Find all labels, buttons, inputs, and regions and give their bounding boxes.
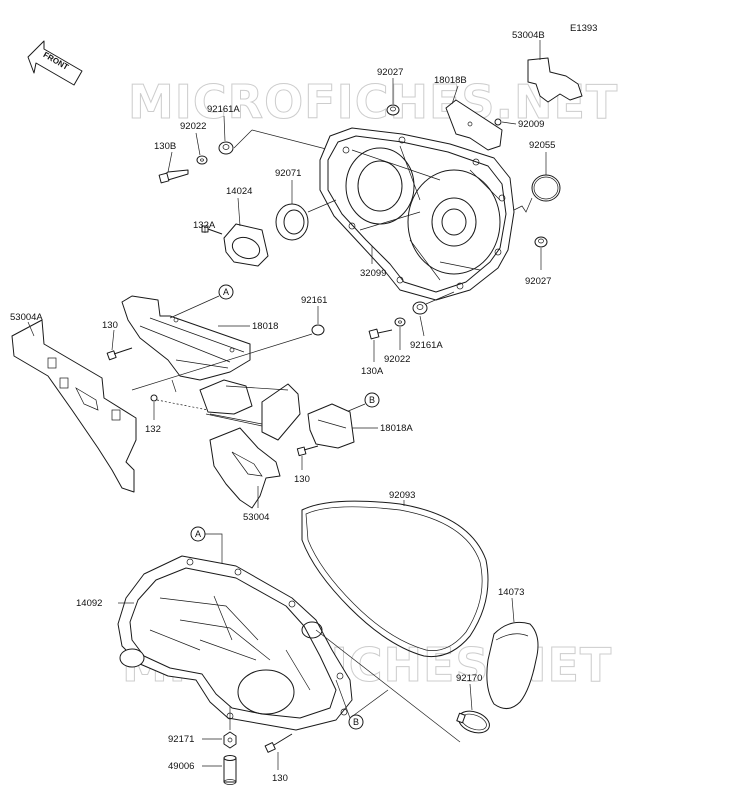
bolt-130a [368,328,393,340]
guard-18018a [307,403,355,449]
bracket-18018b [445,99,503,151]
label-130-left: 130 [102,320,118,331]
callout-a-lower: A [190,526,206,542]
grommet-92027-top [386,104,400,116]
label-92009: 92009 [518,119,544,130]
callout-b-mid: B [364,392,380,408]
cover-14092 [117,555,353,731]
boot-14073 [486,621,539,709]
label-92093: 92093 [389,490,415,501]
label-130-bottom: 130 [272,773,288,784]
label-53004a: 53004A [10,312,43,323]
callout-a-lower-label: A [195,529,201,539]
label-92027-top: 92027 [377,67,403,78]
grommet-92027-right [534,236,548,248]
panel-53004a [11,319,137,493]
callout-a-upper: A [218,284,234,300]
callout-a-upper-label: A [223,287,229,297]
bolt-130b [158,169,189,184]
callout-b-lower: B [348,714,364,730]
label-18018b: 18018B [434,75,467,86]
collar-92161a-mid [412,301,428,315]
pad-53004 [209,427,281,509]
label-92022-mid: 92022 [384,354,410,365]
nut-92171 [223,731,237,749]
label-92161a-mid: 92161A [410,340,443,351]
collar-92161a-top [218,141,234,155]
label-53004b: 53004B [512,30,545,41]
label-53004: 53004 [243,512,269,523]
washer-92022-top [196,155,208,165]
label-130b: 130B [154,141,176,152]
label-92171: 92171 [168,734,194,745]
bracket-middle [199,379,301,441]
bolt-130-bottom [264,733,293,753]
label-92170: 92170 [456,673,482,684]
bolt-130-left [106,347,133,361]
band-92170 [456,710,490,734]
front-arrow-icon: FRONT [27,40,83,86]
bracket-53004b [527,57,583,103]
label-132: 132 [145,424,161,435]
label-92161a-top: 92161A [207,104,240,115]
callout-b-mid-label: B [369,395,375,405]
washer-92022-mid [394,317,406,327]
label-132a: 132A [193,220,216,231]
bolt-130-mid [296,445,319,457]
bolt-132 [150,394,209,411]
label-14092: 14092 [76,598,102,609]
label-92071: 92071 [275,168,301,179]
guard-18018 [121,295,251,381]
callout-b-lower-label: B [353,717,359,727]
screw-92009 [494,118,502,126]
label-92055: 92055 [529,140,555,151]
label-49006: 49006 [168,761,194,772]
label-92022-top: 92022 [180,121,206,132]
seal-92071 [275,203,309,241]
duct-14024 [223,223,269,267]
ring-92161 [311,324,325,336]
label-32099: 32099 [360,268,386,279]
label-14073: 14073 [498,587,524,598]
diagram-code: E1393 [570,23,597,34]
label-18018: 18018 [252,321,278,332]
label-92161: 92161 [301,295,327,306]
pin-49006 [223,755,237,785]
label-18018a: 18018A [380,423,413,434]
label-14024: 14024 [226,186,252,197]
label-130-mid: 130 [294,474,310,485]
label-92027-right: 92027 [525,276,551,287]
cover-32099 [319,127,515,301]
o-ring-92055 [531,174,561,202]
gasket-92093 [301,500,489,658]
label-130a: 130A [361,366,384,377]
